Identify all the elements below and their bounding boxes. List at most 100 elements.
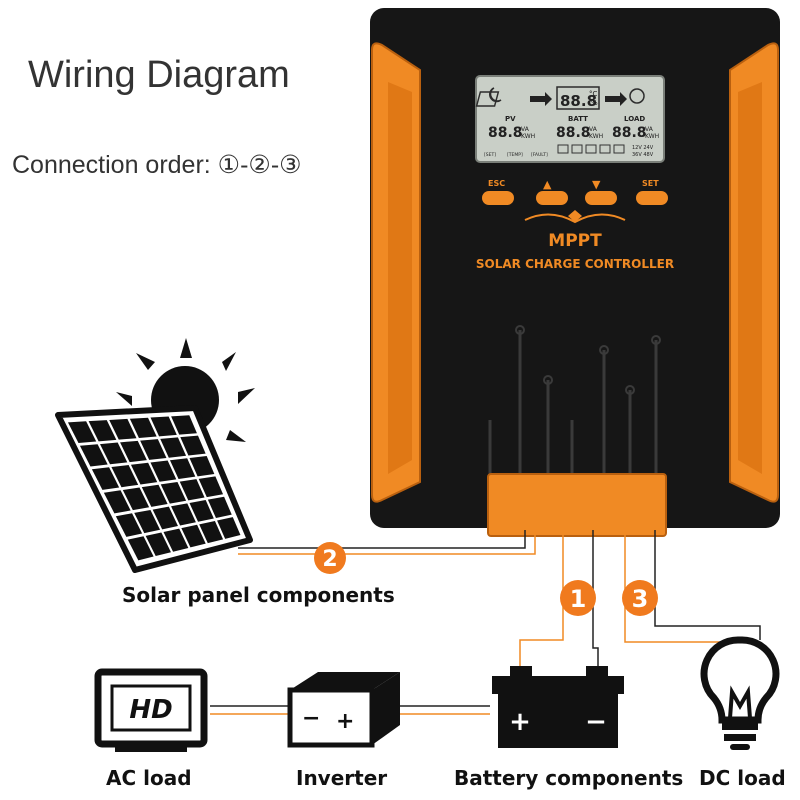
solar-cell — [199, 520, 224, 544]
solar-cell — [171, 503, 196, 526]
arrow-right-icon — [605, 92, 627, 106]
connection-order-text: Connection order: ①-②-③ — [12, 151, 302, 179]
dc-load-caption: DC load — [699, 766, 786, 790]
tv-icon: HD — [94, 668, 208, 752]
badge-2: 2 — [314, 542, 346, 574]
controller-body — [370, 8, 780, 528]
esc-label: ESC — [488, 179, 505, 188]
svg-text:1: 1 — [570, 585, 587, 613]
moon-icon — [489, 87, 502, 103]
solar-cell — [103, 490, 131, 514]
solar-cell — [207, 496, 232, 518]
lcd-unit-celsius: °C — [589, 90, 598, 98]
lcd-voltage-2: 36V 48V — [632, 152, 654, 158]
inverter-icon: − + — [287, 672, 400, 748]
lcd-batt-unit-va: VA — [589, 126, 598, 133]
terminal-block — [487, 473, 667, 537]
solar-cell — [150, 460, 177, 482]
left-grip-inset — [388, 82, 412, 474]
esc-button[interactable] — [482, 191, 514, 205]
lcd-load-value: 88.8 — [612, 125, 647, 141]
solar-cell — [180, 435, 206, 456]
solar-cell — [171, 415, 197, 435]
controller-subtitle: SOLAR CHARGE CONTROLLER — [476, 257, 674, 271]
inverter-plus: + — [336, 709, 354, 734]
solar-cell — [134, 509, 161, 534]
lcd-top-value: 88.8 — [560, 92, 597, 110]
set-label: SET — [642, 179, 659, 188]
brand-mppt: MPPT — [548, 231, 602, 251]
arrow-right-icon — [530, 92, 552, 106]
svg-text:3: 3 — [632, 585, 649, 613]
solar-cell — [88, 420, 117, 442]
lcd-batt-unit-kwh: KWH — [589, 133, 603, 140]
lcd-panel-icon — [475, 91, 500, 107]
badge-1: 1 — [560, 580, 596, 616]
solar-cell — [179, 479, 205, 501]
solar-cell — [115, 513, 143, 537]
solar-cell — [145, 532, 171, 557]
lcd-unit-percent: % — [591, 99, 598, 107]
inverter-caption: Inverter — [296, 766, 388, 790]
lcd-load-label: LOAD — [624, 115, 645, 123]
badge-3: 3 — [622, 580, 658, 616]
solar-cell — [120, 440, 147, 463]
battery-plus: + — [509, 707, 531, 737]
terminal-ribs — [488, 330, 658, 480]
lcd-bulb-icon — [629, 88, 645, 104]
lcd-battery-icon — [556, 86, 600, 110]
hd-label: HD — [129, 695, 172, 725]
lcd-pv-unit-kwh: KWH — [521, 133, 535, 140]
battery-icon: + − — [492, 666, 624, 748]
lcd-batt-label: BATT — [568, 115, 588, 123]
inverter-minus: − — [302, 706, 320, 731]
lcd-load-unit-va: VA — [645, 126, 654, 133]
solar-cell — [152, 506, 178, 530]
solar-cell — [217, 517, 241, 539]
solar-cell — [127, 536, 154, 561]
solar-cell — [122, 487, 150, 511]
up-button[interactable] — [536, 191, 568, 205]
lcd-status-fault: [FAULT] — [531, 152, 548, 158]
bulb-icon — [700, 636, 780, 750]
solar-cell — [130, 462, 158, 485]
lcd-batt-value: 88.8 — [556, 125, 591, 141]
solar-cell — [141, 484, 168, 507]
charge-controller: 88.8 °C % PV BATT LOAD 88.8 VA KWH 88.8 … — [370, 8, 780, 537]
right-grip-inset — [738, 82, 762, 474]
solar-cell — [79, 444, 108, 467]
lcd-load-unit-kwh: KWH — [645, 133, 659, 140]
solar-cell — [189, 456, 215, 477]
lcd-pv-value: 88.8 — [488, 125, 523, 141]
svg-text:2: 2 — [322, 547, 337, 572]
lcd-pv-unit-va: VA — [521, 126, 530, 133]
battery-caption: Battery components — [454, 766, 684, 790]
solar-cell — [198, 476, 224, 498]
solar-panel-caption: Solar panel components — [122, 583, 395, 607]
solar-panel-icon — [55, 405, 253, 573]
down-button[interactable] — [585, 191, 617, 205]
set-button[interactable] — [636, 191, 668, 205]
solar-cell — [100, 442, 128, 465]
solar-cell — [150, 416, 177, 437]
solar-cell — [140, 439, 167, 460]
up-label: ▲ — [543, 178, 552, 191]
down-label: ▼ — [592, 178, 601, 191]
solar-cell — [91, 467, 120, 490]
solar-cell — [163, 528, 189, 552]
solar-cell — [189, 500, 214, 522]
solar-cell — [109, 418, 137, 440]
lcd-pv-label: PV — [505, 115, 516, 123]
solar-cell — [160, 481, 187, 504]
solar-cell — [67, 421, 97, 443]
solar-cell — [181, 524, 206, 548]
solar-cell — [160, 437, 187, 458]
lcd-voltage-1: 12V 24V — [632, 145, 654, 151]
ac-load-caption: AC load — [106, 766, 192, 790]
ornament-diamond — [568, 210, 582, 222]
solar-cell — [169, 458, 196, 480]
solar-cell — [129, 417, 157, 439]
lcd-status-set: [SET] — [484, 152, 496, 158]
wires — [210, 530, 761, 715]
